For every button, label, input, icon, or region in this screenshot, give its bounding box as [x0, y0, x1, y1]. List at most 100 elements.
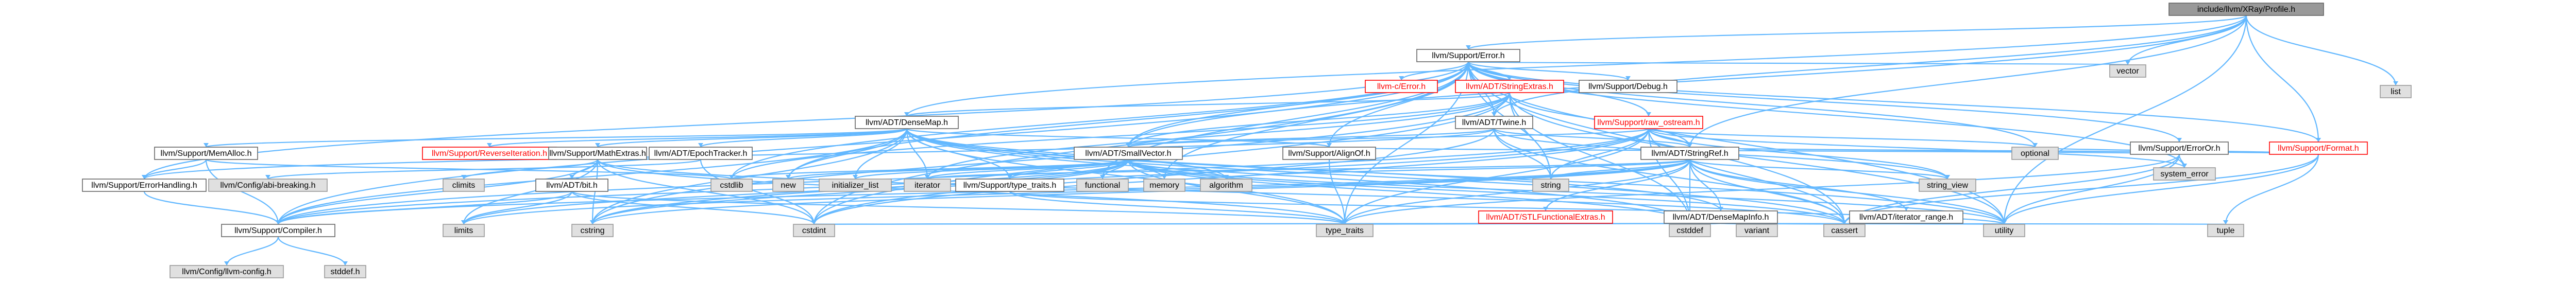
edge-arrow-stringextras-to-densemap: [904, 112, 909, 116]
edge-arrow-memalloc-to-errorhandling: [142, 175, 147, 179]
node-utility: utility: [1983, 224, 2025, 237]
node-alignof[interactable]: llvm/Support/AlignOf.h: [1282, 147, 1376, 160]
node-stringref[interactable]: llvm/ADT/StringRef.h: [1640, 147, 1739, 160]
node-format[interactable]: llvm/Support/Format.h: [2269, 141, 2368, 155]
node-mathextras[interactable]: llvm/Support/MathExtras.h: [548, 147, 647, 160]
edge-error-to-erroror: [1467, 61, 2180, 143]
node-epochtracker[interactable]: llvm/ADT/EpochTracker.h: [649, 147, 753, 160]
edge-rawostream-to-cassert: [1648, 128, 1845, 225]
node-label-memory: memory: [1149, 181, 1179, 190]
edge-stringref-to-string: [1550, 158, 1691, 180]
node-bit[interactable]: llvm/ADT/bit.h: [535, 179, 608, 192]
edge-arrow-smallvector-to-memory: [1162, 175, 1167, 179]
edge-smallvector-to-cassert: [1127, 159, 1845, 225]
node-label-errorhandling: llvm/Support/ErrorHandling.h: [91, 181, 197, 190]
edge-arrow-rawostream-to-systemerror: [2182, 164, 2187, 168]
node-compiler[interactable]: llvm/Support/Compiler.h: [221, 224, 335, 237]
edge-epochtracker-to-configabi: [267, 158, 702, 180]
edge-bit-to-compiler: [277, 191, 573, 225]
node-box-cstdint: [793, 224, 835, 237]
node-label-optional: optional: [2021, 149, 2049, 158]
edge-stringref-to-densemapinfo: [1689, 159, 1722, 211]
node-twine[interactable]: llvm/ADT/Twine.h: [1455, 116, 1533, 129]
node-box-optional: [2011, 147, 2059, 160]
edge-smallvector-to-cstddef: [1127, 159, 1691, 225]
node-systemerror: system_error: [2153, 167, 2216, 181]
edge-compiler-to-llvmconfig: [226, 236, 279, 266]
node-label-systemerror: system_error: [2160, 170, 2209, 179]
edge-arrow-stringref-to-algorithm: [1224, 175, 1229, 179]
edge-arrow-rawostream-to-optional: [2032, 143, 2038, 147]
edge-densemap-to-alignof: [906, 128, 1330, 148]
node-label-cassert: cassert: [1831, 226, 1858, 235]
edge-smallvector-to-typetraitsh: [1009, 159, 1129, 180]
edge-root-to-twine: [1493, 15, 2247, 117]
node-optional: optional: [2011, 147, 2059, 160]
node-smallvector[interactable]: llvm/ADT/SmallVector.h: [1074, 147, 1183, 160]
edge-arrow-mathextras-to-bit: [569, 175, 574, 179]
node-label-compiler: llvm/Support/Compiler.h: [234, 226, 322, 235]
edge-mathextras-to-compiler: [277, 159, 599, 225]
edge-stringref-to-iterator: [926, 158, 1691, 180]
node-cerror[interactable]: llvm-c/Error.h: [1365, 80, 1438, 93]
edge-stringref-to-iterrange: [1689, 159, 1907, 211]
edge-densemap-to-compiler: [277, 128, 908, 225]
node-box-list: [2380, 85, 2412, 98]
node-box-root: [2168, 3, 2324, 16]
node-label-smallvector: llvm/ADT/SmallVector.h: [1085, 149, 1171, 158]
node-debug[interactable]: llvm/Support/Debug.h: [1579, 80, 1677, 93]
node-box-densemap: [855, 116, 959, 129]
node-list: list: [2380, 85, 2412, 98]
node-box-typetraitsh: [955, 179, 1064, 192]
edge-stringref-to-limits: [463, 159, 1691, 225]
node-cstdint: cstdint: [793, 224, 835, 237]
node-label-format: llvm/Support/Format.h: [2278, 144, 2359, 153]
node-variant: variant: [1736, 224, 1778, 237]
edge-arrow-densemapinfo-to-tuple: [2223, 220, 2228, 224]
edge-stringref-to-typetraits: [1344, 159, 1691, 225]
node-box-tuple: [2207, 224, 2244, 237]
node-configabi: llvm/Config/abi-breaking.h: [208, 179, 328, 192]
node-box-vector: [2109, 64, 2146, 78]
edge-densemap-to-cstddef: [906, 128, 1691, 225]
node-box-mathextras: [548, 147, 647, 160]
node-densemapinfo[interactable]: llvm/ADT/DenseMapInfo.h: [1664, 210, 1778, 224]
node-error[interactable]: llvm/Support/Error.h: [1416, 49, 1520, 62]
edge-smallvector-to-new: [787, 158, 1129, 180]
node-stringextras[interactable]: llvm/ADT/StringExtras.h: [1455, 80, 1564, 93]
node-label-debug: llvm/Support/Debug.h: [1588, 82, 1668, 91]
edge-mathextras-to-cstring: [591, 159, 599, 225]
node-densemap[interactable]: llvm/ADT/DenseMap.h: [855, 116, 959, 129]
node-rawostream[interactable]: llvm/Support/raw_ostream.h: [1594, 116, 1703, 129]
node-stlfunc[interactable]: llvm/ADT/STLFunctionalExtras.h: [1478, 210, 1613, 224]
edge-twine-to-stringref: [1493, 128, 1691, 148]
node-erroror[interactable]: llvm/Support/ErrorOr.h: [2130, 141, 2229, 155]
node-box-iterator: [904, 179, 951, 192]
node-root[interactable]: include/llvm/XRay/Profile.h: [2168, 3, 2324, 16]
edge-densemap-to-memalloc: [205, 128, 908, 148]
node-label-cstddef: cstddef: [1676, 226, 1703, 235]
node-label-mathextras: llvm/Support/MathExtras.h: [549, 149, 646, 158]
node-typetraitsh[interactable]: llvm/Support/type_traits.h: [955, 179, 1064, 192]
node-box-utility: [1983, 224, 2025, 237]
node-vector: vector: [2109, 64, 2146, 78]
edge-densemap-to-reverseiter: [488, 128, 908, 148]
node-iterrange[interactable]: llvm/ADT/iterator_range.h: [1849, 210, 1963, 224]
edge-format-to-tuple: [2225, 154, 2319, 225]
node-label-functional: functional: [1085, 181, 1121, 190]
edge-error-to-systemerror: [1467, 61, 2185, 168]
node-limits: limits: [443, 224, 485, 237]
edge-mathextras-to-limits: [463, 159, 599, 225]
node-box-functional: [1076, 179, 1129, 192]
edge-rawostream-to-typetraits: [1344, 128, 1650, 225]
node-memory: memory: [1143, 179, 1185, 192]
node-errorhandling[interactable]: llvm/Support/ErrorHandling.h: [82, 179, 207, 192]
node-reverseiter[interactable]: llvm/Support/ReverseIteration.h: [422, 147, 557, 160]
edge-rawostream-to-smallvector: [1127, 128, 1650, 148]
node-memalloc[interactable]: llvm/Support/MemAlloc.h: [154, 147, 258, 160]
node-label-vector: vector: [2116, 67, 2139, 76]
edge-mathextras-to-climits: [463, 158, 599, 180]
edge-epochtracker-to-cstdint: [700, 159, 815, 225]
node-box-bit: [535, 179, 608, 192]
node-box-error: [1416, 49, 1520, 62]
